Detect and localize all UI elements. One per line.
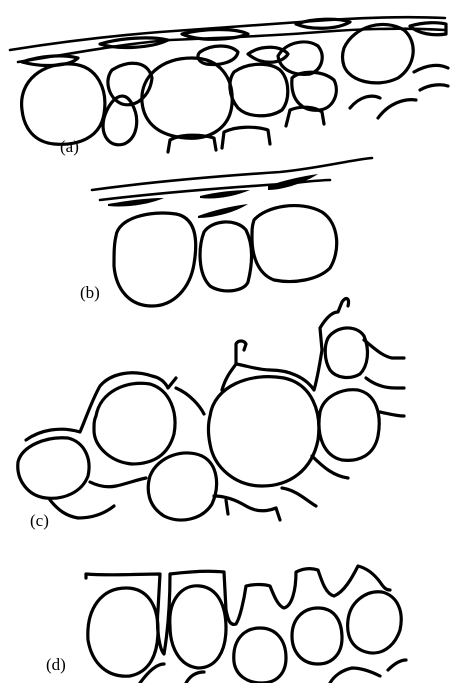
panel-c-label: (c): [30, 512, 49, 529]
panel-a-drawing: [10, 17, 448, 152]
panel-b-drawing: [92, 158, 372, 306]
panel-b-label: (b): [80, 284, 100, 301]
panel-c-drawing: [18, 299, 404, 520]
panel-a-label: (a): [60, 138, 79, 155]
panel-d-label: (d): [46, 656, 66, 673]
panel-d-drawing: [86, 566, 406, 683]
